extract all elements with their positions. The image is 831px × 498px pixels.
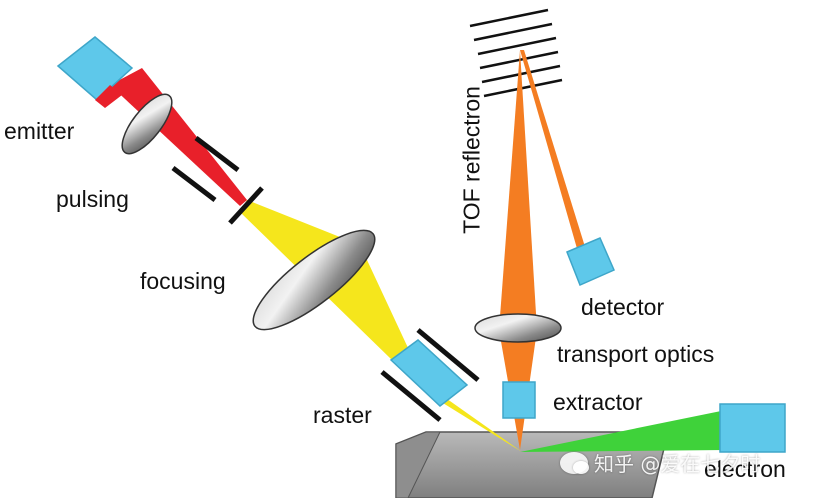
watermark: 知乎 @爱在七夕时 <box>560 448 760 477</box>
raster-block <box>389 339 469 407</box>
extractor-block <box>502 381 536 419</box>
transport-optics-label: transport optics <box>557 341 715 367</box>
tof-reflectron-plates <box>469 8 563 98</box>
focusing-label: focusing <box>140 268 226 294</box>
pulsing-plates <box>171 136 240 202</box>
emitter-beam <box>110 68 247 206</box>
raster-label: raster <box>313 402 372 428</box>
emitter-block <box>56 36 134 108</box>
detector-block <box>566 237 615 287</box>
electron-source-block <box>719 403 786 453</box>
detector-label: detector <box>581 294 665 320</box>
transport-optics-lens <box>474 313 562 343</box>
secondary-ion-beam <box>499 50 586 450</box>
pulsing-label: pulsing <box>56 186 129 212</box>
aperture-plate <box>228 186 264 225</box>
watermark-text: 知乎 @爱在七夕时 <box>594 452 761 476</box>
electron-label: electron <box>704 456 786 482</box>
raster-plates <box>380 328 480 422</box>
emitter-label: emitter <box>4 118 75 144</box>
wechat-icon <box>560 451 589 474</box>
extractor-label: extractor <box>553 389 643 415</box>
focusing-lens <box>252 229 376 331</box>
tof-reflectron-label: TOF reflectron <box>458 86 485 234</box>
electron-beam <box>520 410 726 452</box>
emitter-lens <box>121 93 173 155</box>
